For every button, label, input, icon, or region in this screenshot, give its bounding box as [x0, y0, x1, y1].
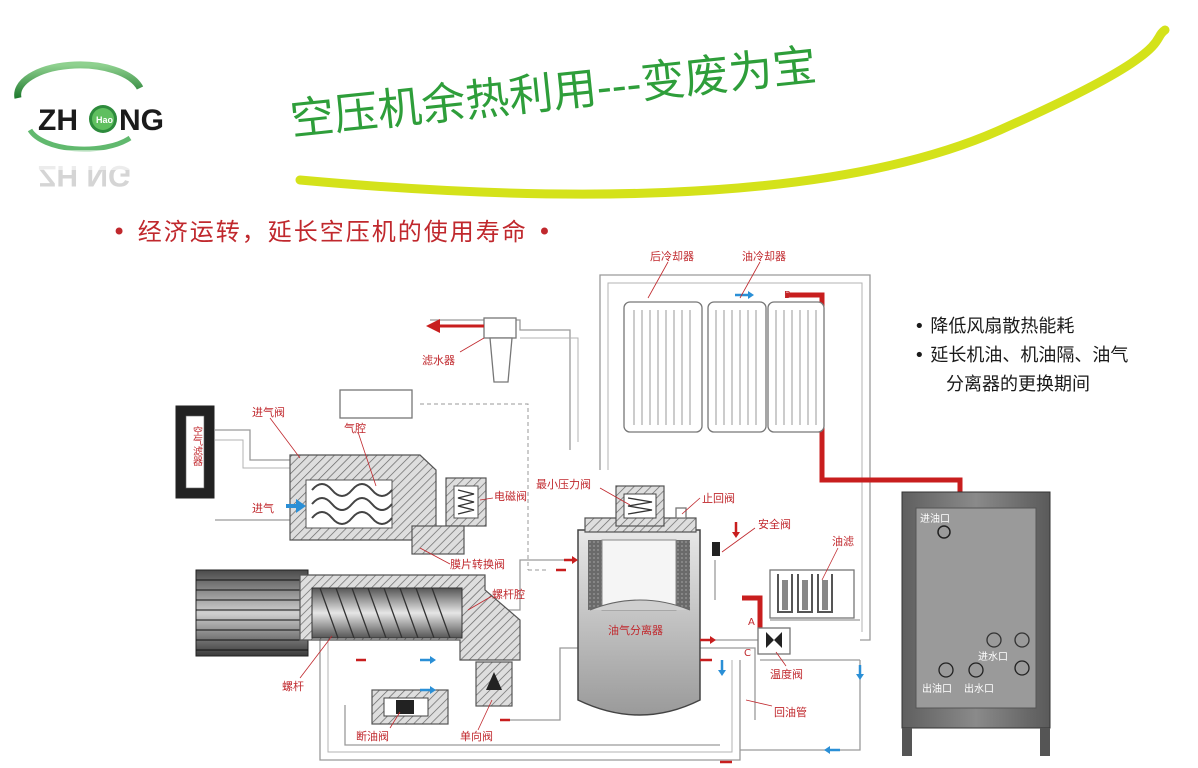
air-out-arrow-icon [426, 319, 484, 333]
min-pressure-valve [615, 485, 665, 527]
label-oil-return: 回油管 [774, 705, 807, 719]
oil-out-port-icon [938, 662, 954, 678]
label-diaphragm-valve: 膜片转换阀 [450, 557, 505, 571]
benefits-list: • 降低风扇散热能耗 • 延长机油、机油隔、油气 分离器的更换期间 [914, 312, 1128, 399]
page-title: 空压机余热利用---变废为宝 [288, 40, 819, 146]
label-safety-valve: 安全阀 [758, 517, 791, 531]
water-out-port-icon [968, 662, 984, 678]
logo-center-text: Hao [96, 115, 114, 125]
label-min-pressure-valve: 最小压力阀 [536, 477, 591, 491]
intake-assembly [289, 454, 437, 541]
logo-text-right: NG [119, 104, 164, 137]
title-banner: 空压机余热利用---变废为宝 [288, 25, 1170, 199]
air-filter [175, 405, 215, 499]
label-intake-valve: 进气阀 [252, 405, 285, 419]
label-oil-separator: 油气分离器 [608, 623, 663, 637]
label-after-cooler: 后冷却器 [650, 250, 694, 263]
logo: ZH Hao NG ZH NG [14, 61, 180, 192]
logo-text-left: ZH [38, 104, 78, 137]
label-oil-out: 出油口 [922, 682, 952, 695]
label-oil-cooler: 油冷却器 [742, 249, 786, 263]
diagram-labels: 后冷却器 油冷却器 滤水器 进气阀 气腔 空气滤器 进气 电磁阀 最小压力阀 止… [191, 249, 1009, 743]
label-air-filter: 空气滤器 [191, 425, 203, 467]
label-point-c: C [744, 648, 751, 659]
solenoid-valve [445, 477, 487, 527]
label-screw: 螺杆 [282, 679, 304, 693]
label-oil-filter: 油滤 [832, 534, 854, 548]
label-one-way-valve: 单向阀 [460, 729, 493, 743]
label-point-a: A [748, 617, 755, 628]
water-in-port-icon [1014, 660, 1030, 676]
heat-exchange-cabinet [901, 491, 1051, 756]
label-leaders [269, 261, 839, 731]
logo-swoosh-icon [14, 61, 144, 99]
benefit-item-continuation: 分离器的更换期间 [946, 374, 1090, 395]
benefit-item: • 降低风扇散热能耗 [914, 316, 1075, 337]
label-oil-in: 进油口 [920, 512, 950, 525]
safety-valve [712, 542, 720, 556]
controller-box [339, 389, 413, 419]
title-swoosh [295, 25, 1170, 199]
pipe-network [215, 274, 871, 761]
diaphragm-valve [411, 525, 465, 555]
label-check-valve: 止回阀 [702, 491, 735, 505]
label-air-chamber: 气腔 [344, 421, 366, 435]
air-in-arrow-icon [286, 499, 306, 513]
after-cooler [623, 301, 703, 433]
label-point-b: B [784, 290, 791, 301]
thermo-valve [757, 627, 791, 655]
oil-cutoff-valve [371, 689, 449, 725]
check-valve [675, 507, 687, 519]
water-filter [483, 317, 517, 383]
hot-oil-branch [742, 595, 763, 630]
motor [195, 569, 309, 657]
label-solenoid-valve: 电磁阀 [494, 489, 527, 503]
oil-cooler [707, 301, 825, 433]
label-oil-cutoff-valve: 断油阀 [356, 729, 389, 743]
screw-rotor [299, 574, 521, 661]
label-water-out: 出水口 [964, 682, 994, 695]
one-way-valve [475, 661, 513, 707]
label-water-filter: 滤水器 [422, 354, 455, 367]
label-thermo-valve: 温度阀 [770, 667, 803, 681]
oil-in-port-icon [937, 525, 951, 539]
benefit-item: • 延长机油、机油隔、油气 [914, 345, 1129, 366]
label-water-in: 进水口 [978, 651, 1008, 663]
subtitle: • 经济运转，延长空压机的使用寿命 • [112, 218, 554, 246]
label-air-in: 进气 [252, 501, 274, 515]
flow-arrows [356, 291, 864, 764]
oil-gas-separator [577, 517, 701, 716]
oil-filter [769, 569, 855, 619]
label-screw-chamber: 螺杆腔 [492, 587, 525, 601]
